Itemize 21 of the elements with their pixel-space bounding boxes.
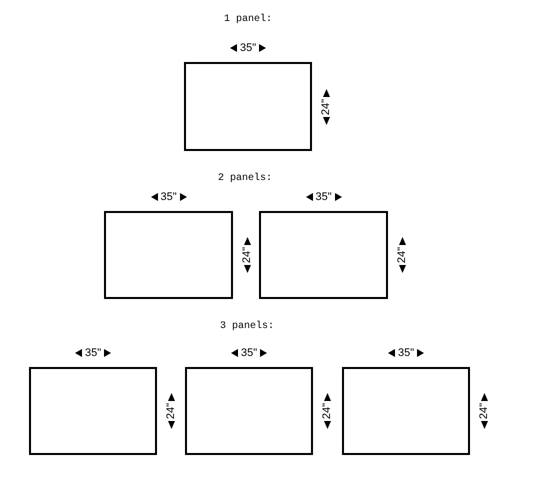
dimension-label: 24" [478,403,490,420]
panel-rectangle [342,367,470,455]
dimension-label: 24" [321,403,333,420]
dimension-label: 35" [85,347,102,359]
dimension-label: 35" [160,191,177,203]
section-heading: 2 panels: [218,173,272,184]
section-heading: 3 panels: [220,321,274,332]
dimension-label: 24" [165,403,177,420]
section-heading: 1 panel: [224,14,272,25]
panel-rectangle [259,211,388,299]
dimension-label: 24" [320,98,332,115]
dimension-label: 35" [240,42,256,54]
dimension-label: 35" [316,191,332,203]
dimension-label: 35" [398,347,414,359]
panel-rectangle [104,211,233,299]
dimension-label: 24" [241,247,253,264]
dimension-label: 35" [241,347,258,359]
panel-rectangle [29,367,157,455]
dimension-label: 24" [396,247,408,264]
panel-rectangle [184,62,312,151]
panel-rectangle [185,367,313,455]
